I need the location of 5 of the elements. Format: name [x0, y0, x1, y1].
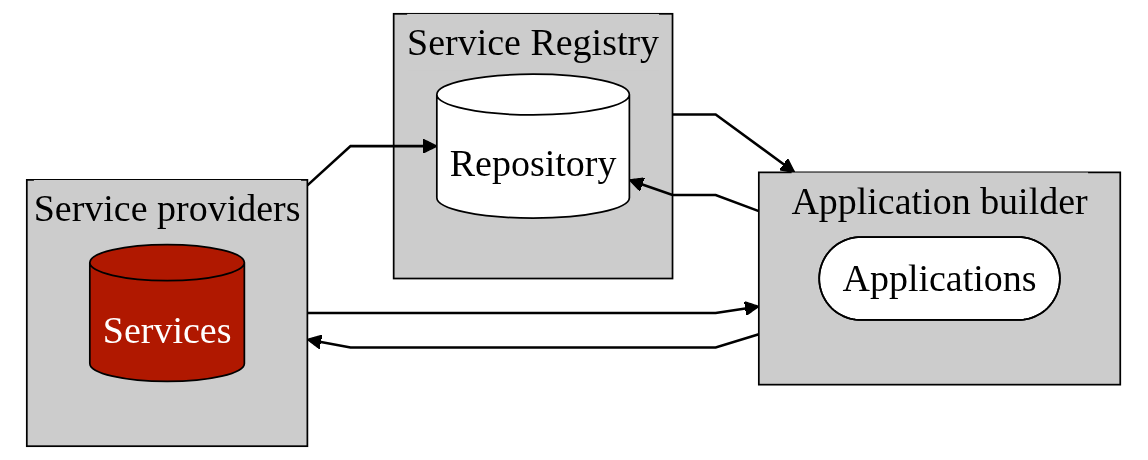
- arrow: [629, 177, 760, 213]
- arrow: [307, 300, 760, 316]
- arrow: [306, 138, 438, 187]
- arrow: [307, 333, 760, 350]
- arrow: [673, 113, 796, 174]
